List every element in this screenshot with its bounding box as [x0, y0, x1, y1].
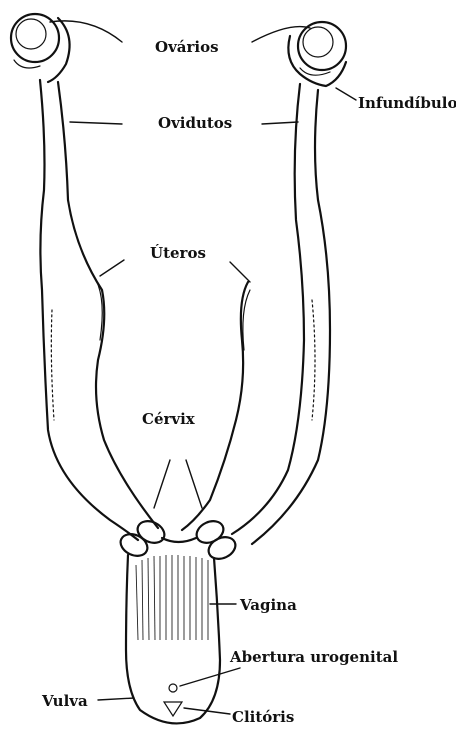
label-uteros: Úteros: [150, 244, 206, 262]
label-abertura-urogenital: Abertura urogenital: [229, 648, 398, 666]
leader-infundibulo: [336, 88, 356, 100]
leader-ovarios-left: [50, 21, 122, 42]
leader-vulva: [98, 698, 134, 700]
right-uterine-horn: [182, 84, 330, 544]
vagina-hatching: [136, 555, 208, 640]
left-uterine-horn: [40, 80, 158, 540]
leader-ovidutos-right: [262, 122, 298, 124]
leader-uteros-left: [100, 260, 124, 276]
leader-uteros-right: [230, 262, 250, 282]
clitoris-shape: [164, 702, 182, 716]
label-vulva: Vulva: [41, 692, 88, 710]
leader-cervix-right: [186, 460, 202, 508]
label-vagina: Vagina: [239, 596, 297, 614]
label-clitoris: Clitóris: [232, 708, 294, 726]
label-infundibulo: Infundíbulo: [358, 94, 456, 112]
left-infundibulum: [48, 18, 70, 82]
leader-ovidutos-left: [70, 122, 122, 124]
urogenital-opening: [169, 684, 177, 692]
label-ovarios: Ovários: [155, 38, 219, 56]
right-ovary: [298, 22, 346, 75]
leader-abertura: [180, 668, 240, 686]
vagina-body: [126, 555, 220, 723]
label-ovidutos: Ovidutos: [158, 114, 232, 132]
leader-cervix-left: [154, 460, 170, 508]
right-infundibulum: [288, 36, 346, 86]
label-cervix: Cérvix: [142, 410, 196, 428]
